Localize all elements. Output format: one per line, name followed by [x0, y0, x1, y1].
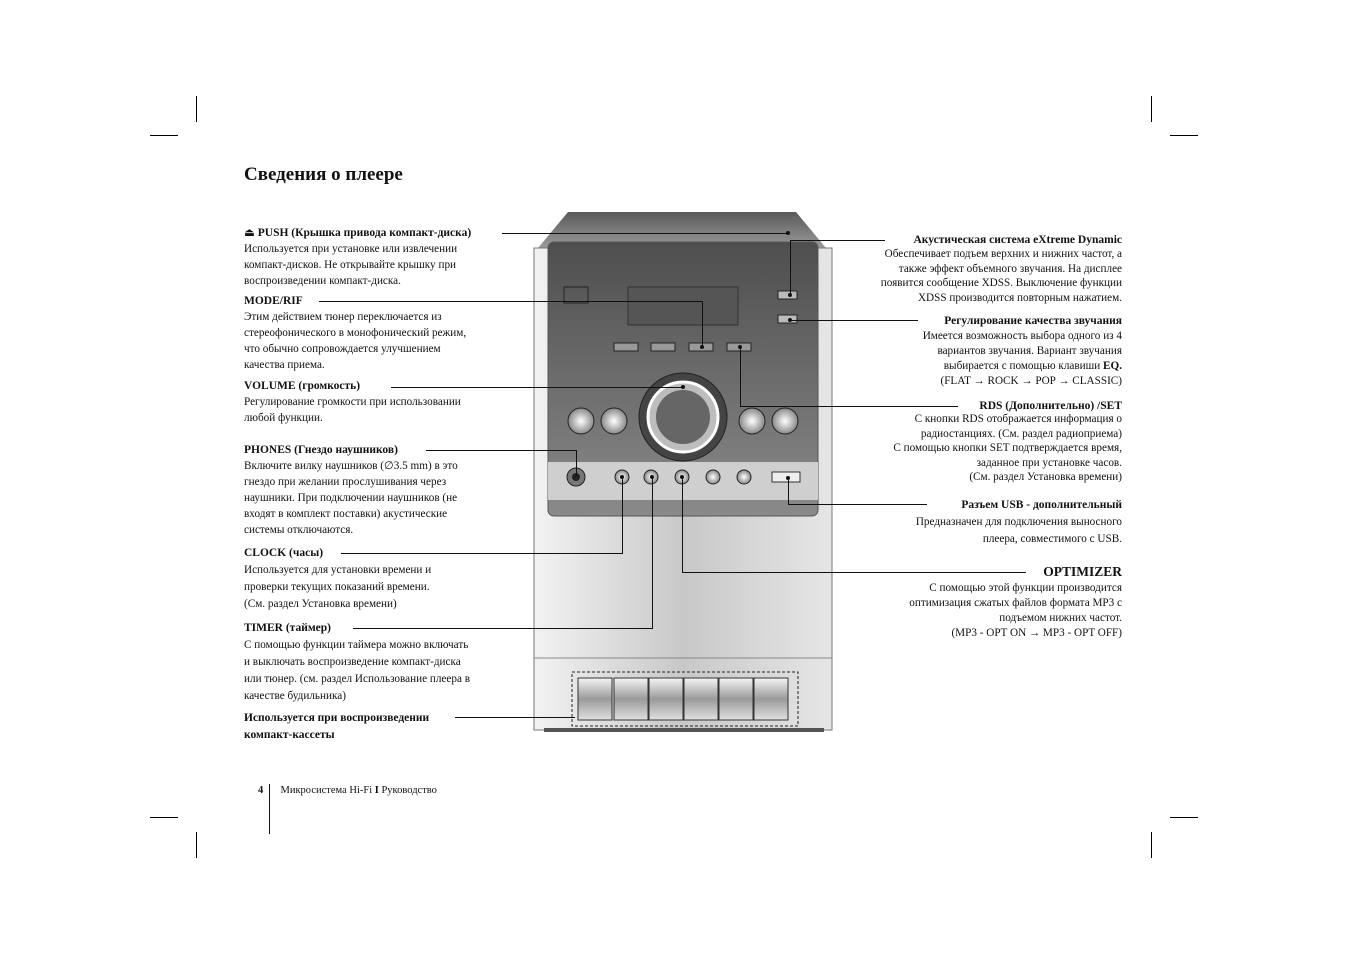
leader-line — [682, 477, 683, 573]
crop-mark — [196, 96, 197, 122]
device-illustration — [533, 212, 833, 732]
leader-dot — [620, 475, 624, 479]
leader-line — [652, 477, 653, 629]
rds-label: RDS (Дополнительно) /SET — [979, 400, 1122, 412]
leader-line — [353, 628, 652, 629]
crop-mark — [1151, 96, 1152, 122]
leader-line — [702, 301, 703, 347]
leader-dot — [786, 476, 790, 480]
leader-line — [455, 717, 575, 718]
crop-mark — [196, 832, 197, 858]
crop-mark — [1170, 817, 1198, 818]
timer-text: С помощью функции таймера можно включать… — [244, 639, 471, 702]
clock-label: CLOCK (часы) — [244, 547, 324, 559]
leader-line — [622, 477, 623, 554]
phones-text: Включите вилку наушников (∅3.5 mm) в это… — [244, 460, 458, 536]
xdss-text: Обеспечивает подъем верхних и нижних час… — [880, 248, 1122, 304]
leader-line — [790, 240, 885, 241]
mode-label: MODE/RIF — [244, 295, 303, 307]
leader-line — [576, 450, 577, 476]
leader-dot — [700, 345, 704, 349]
eq-label: Регулирование качества звучания — [944, 315, 1122, 327]
leader-dot — [788, 318, 792, 322]
leader-dot — [650, 475, 654, 479]
xdss-label: Акустическая система eXtreme Dynamic — [913, 234, 1122, 246]
leader-line — [740, 406, 958, 407]
leader-line — [341, 553, 623, 554]
optimizer-label: OPTIMIZER — [1043, 564, 1122, 579]
page-footer: 4 Микросистема Hi-Fi I Руководство — [258, 785, 437, 796]
phones-label: PHONES (Гнездо наушников) — [244, 444, 398, 456]
leader-line — [502, 233, 788, 234]
usb-label: Разъем USB - дополнительный — [961, 499, 1122, 511]
footer-divider — [269, 784, 270, 834]
leader-line — [788, 478, 789, 505]
leader-dot — [786, 231, 790, 235]
timer-label: TIMER (таймер) — [244, 622, 332, 634]
crop-mark — [150, 817, 178, 818]
leader-line — [426, 450, 576, 451]
page-number: 4 — [258, 785, 264, 796]
doc-name: Руководство — [381, 785, 437, 796]
product-name: Микросистема Hi-Fi — [280, 785, 373, 796]
volume-label: VOLUME (громкость) — [244, 380, 361, 392]
leader-line — [740, 347, 741, 407]
footer-separator: I — [374, 785, 379, 796]
leader-line — [790, 240, 791, 295]
leader-line — [682, 572, 1026, 573]
leader-dot — [681, 385, 685, 389]
push-text: Используется при установке или извлечени… — [244, 243, 458, 287]
leader-dot — [788, 293, 792, 297]
crop-mark — [1151, 832, 1152, 858]
leader-line — [319, 301, 702, 302]
crop-mark — [150, 135, 178, 136]
leader-line — [788, 504, 927, 505]
leader-line — [790, 320, 918, 321]
volume-text: Регулирование громкости при использовани… — [244, 396, 461, 424]
leader-line — [391, 387, 683, 388]
push-label: ⏏ PUSH (Крышка привода компакт-диска) — [244, 227, 472, 239]
page-title: Сведения о плеере — [244, 164, 403, 185]
leader-dot — [738, 345, 742, 349]
leader-dot — [680, 475, 684, 479]
crop-mark — [1170, 135, 1198, 136]
